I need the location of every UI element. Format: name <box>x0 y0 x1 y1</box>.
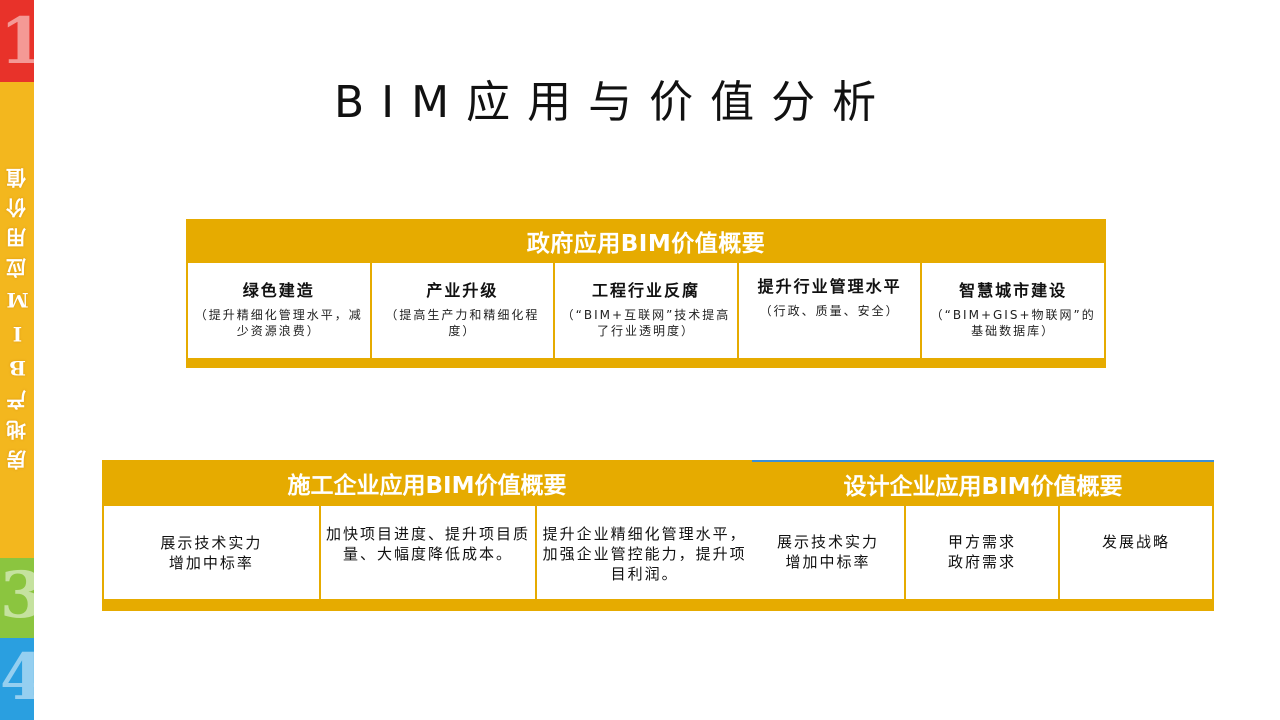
government-item: 产业升级 （提高生产力和精细化程度） <box>371 263 554 358</box>
construction-item: 提升企业精细化管理水平，加强企业管控能力，提升项目利润。 <box>537 506 753 599</box>
government-header: 政府应用BIM价值概要 <box>526 231 766 257</box>
government-item-title: 工程行业反腐 <box>591 281 700 300</box>
government-cells: 绿色建造 （提升精细化管理水平，减少资源浪费） 产业升级 （提高生产力和精细化程… <box>188 263 1104 358</box>
government-item-sub: （“BIM+互联网”技术提高了行业透明度） <box>561 308 731 338</box>
government-item-title: 智慧城市建设 <box>959 281 1068 300</box>
government-item-sub: （“BIM+GIS+物联网”的基础数据库） <box>930 308 1096 338</box>
design-item-text: 发展战略 <box>1101 533 1170 551</box>
government-item-title: 产业升级 <box>426 281 499 300</box>
design-cells: 展示技术实力 增加中标率 甲方需求 政府需求 发展战略 <box>752 506 1212 599</box>
sidebar-number-3: 3 <box>0 558 34 633</box>
construction-item: 展示技术实力 增加中标率 <box>104 506 319 599</box>
construction-panel: 施工企业应用BIM价值概要 展示技术实力 增加中标率 加快项目进度、提升项目质量… <box>102 460 753 611</box>
sidebar-segment-4: 4 <box>0 638 34 720</box>
government-item: 提升行业管理水平 （行政、质量、安全） <box>738 263 921 358</box>
design-item-text: 甲方需求 政府需求 <box>947 533 1016 571</box>
government-item-sub: （提升精细化管理水平，减少资源浪费） <box>194 308 363 338</box>
government-item-title: 绿色建造 <box>242 281 315 300</box>
design-item-text: 展示技术实力 增加中标率 <box>776 533 879 571</box>
design-item: 展示技术实力 增加中标率 <box>752 506 904 599</box>
page-title: BIM应用与价值分析 <box>334 77 894 128</box>
sidebar-segment-1: 1 <box>0 0 34 82</box>
sidebar-segment-3: 3 <box>0 558 34 638</box>
government-item-sub: （提高生产力和精细化程度） <box>385 308 540 338</box>
government-item: 工程行业反腐 （“BIM+互联网”技术提高了行业透明度） <box>555 263 737 358</box>
sidebar: 1 房地产BIM应用价值 3 4 <box>0 0 34 720</box>
sidebar-vertical-label: 房地产BIM应用价值 <box>5 158 30 470</box>
construction-header: 施工企业应用BIM价值概要 <box>287 473 567 499</box>
sidebar-number-4: 4 <box>0 640 34 715</box>
government-item-sub: （行政、质量、安全） <box>759 304 900 318</box>
government-panel: 政府应用BIM价值概要 绿色建造 （提升精细化管理水平，减少资源浪费） 产业升级… <box>186 219 1106 368</box>
construction-item-text: 加快项目进度、提升项目质量、大幅度降低成本。 <box>326 525 531 563</box>
design-panel: 设计企业应用BIM价值概要 展示技术实力 增加中标率 甲方需求 政府需求 发展战… <box>752 460 1214 611</box>
construction-cells: 展示技术实力 增加中标率 加快项目进度、提升项目质量、大幅度降低成本。 提升企业… <box>104 506 753 599</box>
design-item: 甲方需求 政府需求 <box>906 506 1058 599</box>
construction-item-text: 展示技术实力 增加中标率 <box>160 533 263 572</box>
design-item: 发展战略 <box>1060 506 1212 599</box>
government-item: 绿色建造 （提升精细化管理水平，减少资源浪费） <box>188 263 370 358</box>
government-item-title: 提升行业管理水平 <box>757 277 902 296</box>
government-item: 智慧城市建设 （“BIM+GIS+物联网”的基础数据库） <box>922 263 1104 358</box>
construction-item: 加快项目进度、提升项目质量、大幅度降低成本。 <box>320 506 536 599</box>
sidebar-number-1: 1 <box>0 4 34 79</box>
construction-item-text: 提升企业精细化管理水平，加强企业管控能力，提升项目利润。 <box>542 525 747 583</box>
sidebar-segment-2 <box>0 82 34 558</box>
design-header: 设计企业应用BIM价值概要 <box>843 474 1123 500</box>
